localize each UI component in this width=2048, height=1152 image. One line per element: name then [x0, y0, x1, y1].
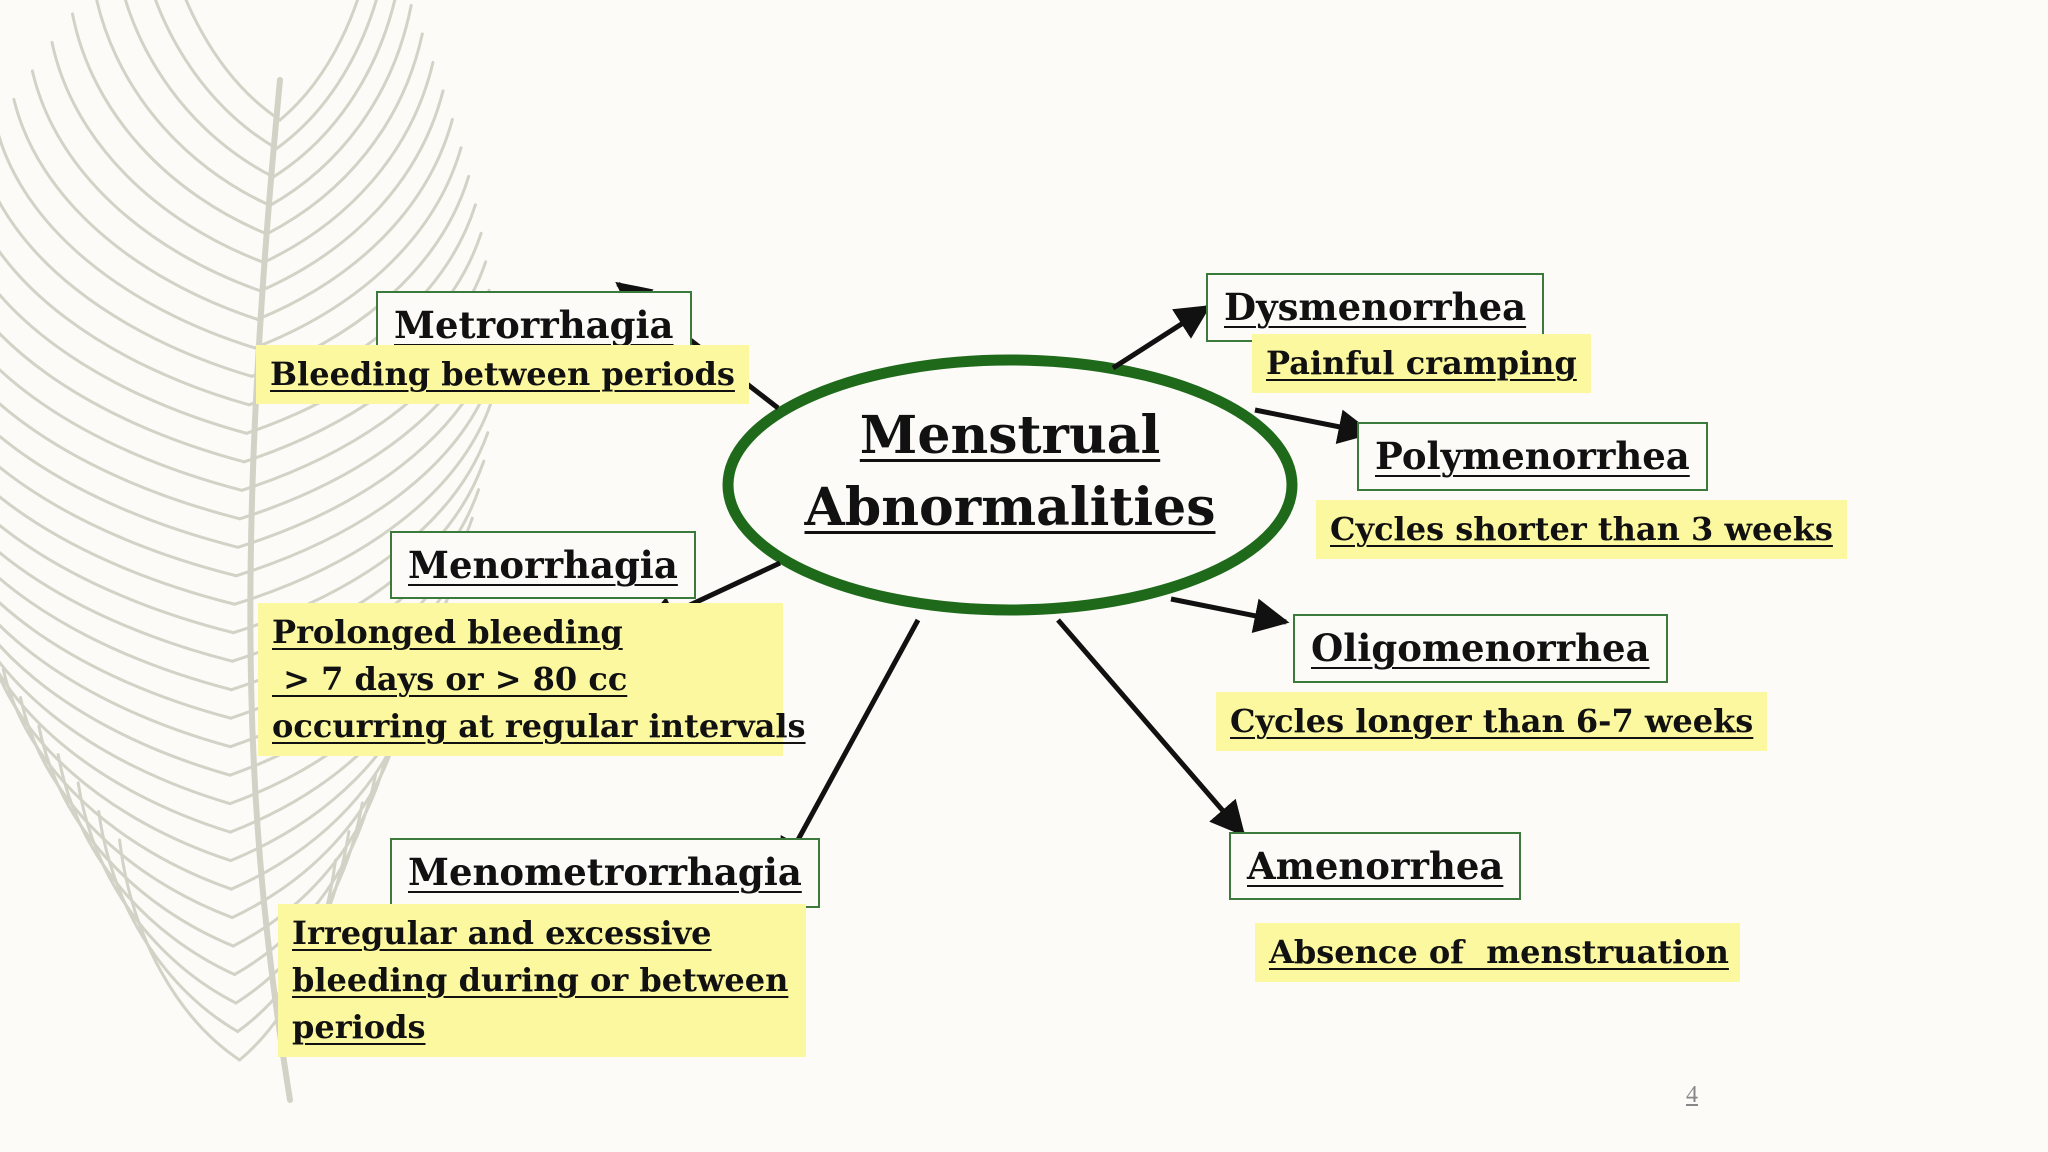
- desc-line: periods: [292, 1008, 426, 1046]
- desc-line: bleeding during or between: [292, 961, 789, 999]
- center-title-line1: Menstrual: [859, 405, 1161, 466]
- desc-line: Prolonged bleeding: [272, 613, 623, 651]
- center-title: Menstrual Abnormalities: [780, 400, 1240, 544]
- desc-menorrhagia: Prolonged bleeding > 7 days or > 80 cc o…: [258, 603, 806, 756]
- desc-line: Painful cramping: [1266, 344, 1577, 382]
- desc-oligomenorrhea: Cycles longer than 6-7 weeks: [1216, 692, 1768, 751]
- term-oligomenorrhea: Oligomenorrhea: [1293, 614, 1668, 683]
- arrow-menometrorrhagia: [778, 618, 921, 875]
- center-title-line2: Abnormalities: [804, 477, 1216, 538]
- desc-metrorrhagia: Bleeding between periods: [256, 345, 749, 404]
- term-amenorrhea: Amenorrhea: [1229, 832, 1522, 900]
- term-dysmenorrhea: Dysmenorrhea: [1206, 273, 1545, 342]
- term-menometrorrhagia: Menometrorrhagia: [390, 838, 820, 908]
- term-polymenorrhea: Polymenorrhea: [1357, 422, 1708, 491]
- arrow-dysmenorrhea: [1111, 304, 1211, 371]
- desc-line: Cycles longer than 6-7 weeks: [1230, 702, 1754, 740]
- desc-line: > 7 days or > 80 cc: [272, 660, 628, 698]
- page-number: 4: [1686, 1082, 1698, 1108]
- desc-line: occurring at regular intervals: [272, 707, 806, 745]
- desc-polymenorrhea: Cycles shorter than 3 weeks: [1316, 500, 1847, 559]
- term-menorrhagia: Menorrhagia: [390, 531, 696, 599]
- desc-amenorrhea: Absence of menstruation: [1255, 923, 1740, 982]
- desc-line: Absence of menstruation: [1269, 933, 1729, 971]
- desc-dysmenorrhea: Painful cramping: [1252, 334, 1591, 393]
- desc-menometrorrhagia: Irregular and excessive bleeding during …: [278, 904, 806, 1057]
- desc-line: Cycles shorter than 3 weeks: [1330, 510, 1833, 548]
- arrow-polymenorrhea: [1254, 407, 1374, 444]
- center-ellipse: [722, 354, 1298, 616]
- arrow-oligomenorrhea: [1170, 596, 1290, 633]
- desc-line: Bleeding between periods: [270, 355, 735, 393]
- arrow-amenorrhea: [1056, 618, 1246, 837]
- desc-line: Irregular and excessive: [292, 914, 712, 952]
